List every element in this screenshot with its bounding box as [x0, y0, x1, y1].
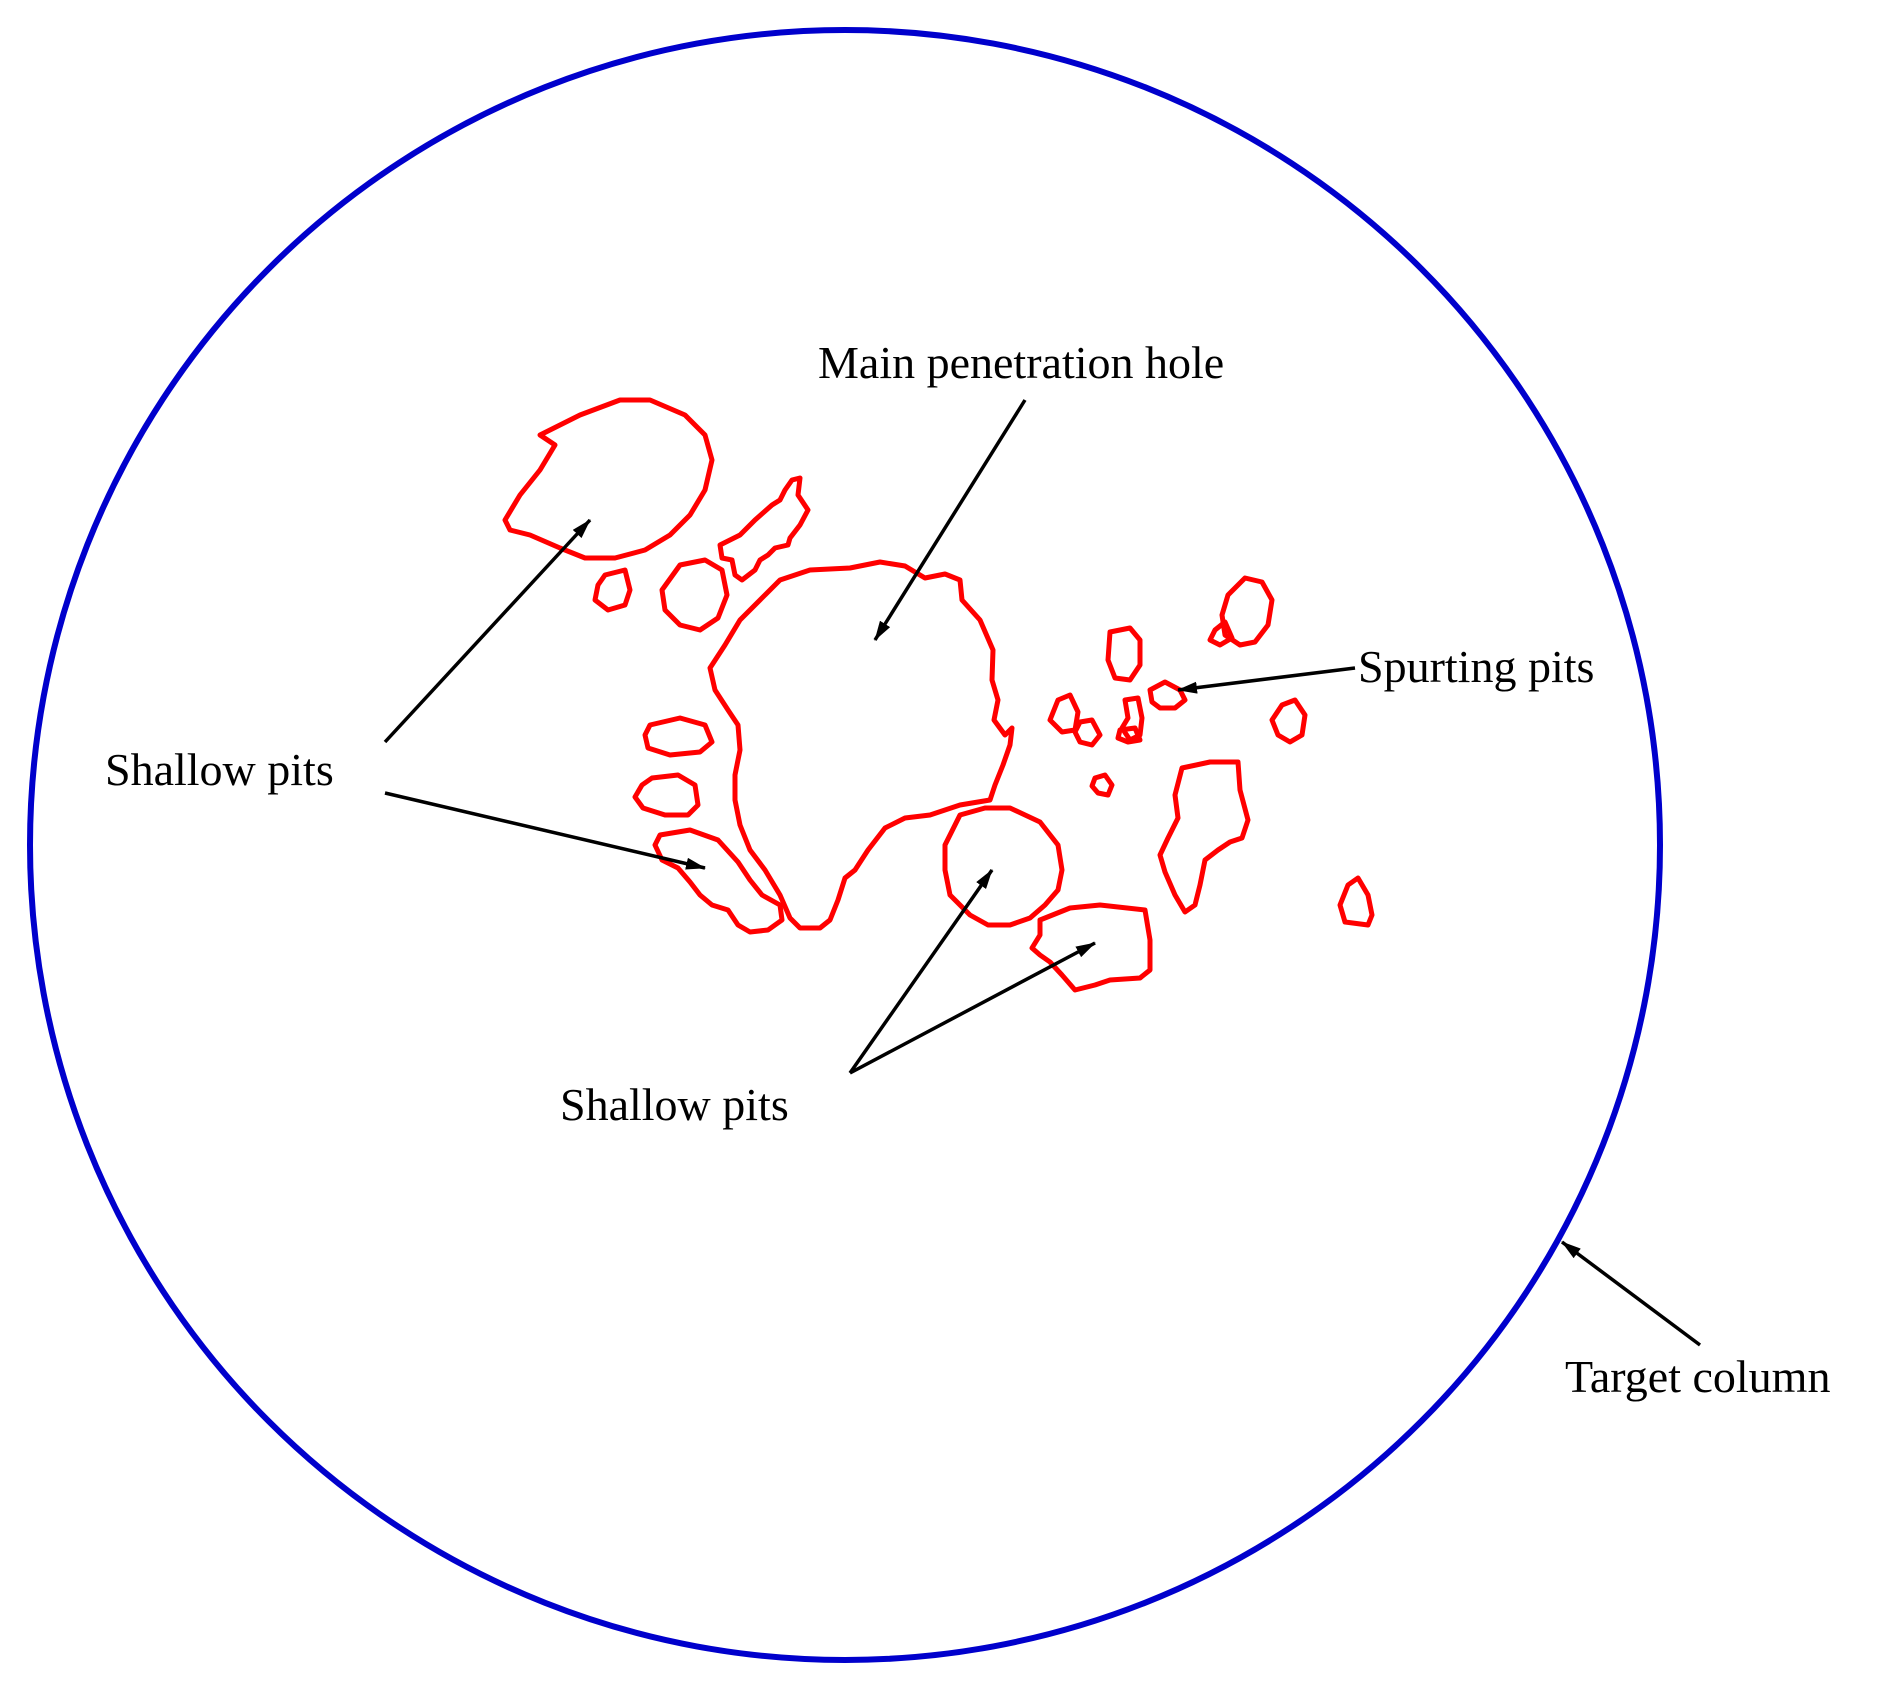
arrow-shallow-bottom-1 [848, 868, 994, 1075]
label-main-hole: Main penetration hole [818, 337, 1224, 388]
arrow-target-column [1560, 1240, 1702, 1347]
shallow-pit-left-1 [642, 715, 715, 758]
arrow-main-hole [873, 399, 1027, 641]
label-spurting-pits: Spurting pits [1358, 641, 1594, 692]
label-shallow-pits-bottom: Shallow pits [560, 1079, 789, 1130]
shallow-pit-lower-left [652, 827, 785, 935]
spurting-pit-12 [1337, 875, 1375, 928]
shallow-pit-lower-right [1029, 902, 1153, 993]
main-penetration-hole [707, 559, 1015, 931]
spurting-pit-4 [1147, 679, 1188, 711]
shallow-pit-jagged [717, 475, 811, 583]
shallow-pit-small-2 [659, 557, 730, 633]
spurting-pit-6 [1047, 692, 1081, 735]
spurting-pit-7 [1072, 717, 1103, 748]
spurting-pit-5 [1119, 695, 1145, 743]
label-shallow-pits-left: Shallow pits [105, 744, 334, 795]
spurting-pit-10 [1089, 772, 1115, 798]
arrow-shallow-left-upper [383, 518, 592, 744]
shallow-pit-left-2 [632, 772, 701, 818]
shallow-pit-upper-left [502, 397, 715, 561]
arrow-shallow-bottom-2 [849, 941, 1096, 1075]
arrows [383, 399, 1702, 1347]
target-column-outline [27, 27, 1663, 1663]
arrow-spurting-pits [1177, 666, 1356, 694]
arrow-shallow-left-lower [384, 791, 706, 870]
spurting-pit-11 [1157, 759, 1251, 915]
spurting-pit-9 [1269, 697, 1308, 745]
spurting-pit-2 [1207, 619, 1235, 648]
spurting-pit-3 [1105, 625, 1143, 683]
label-target-column: Target column [1565, 1351, 1830, 1402]
shallow-pit-lower-middle [942, 805, 1065, 928]
spurting-pit-8 [1115, 725, 1143, 745]
shallow-pit-small-1 [592, 567, 633, 613]
